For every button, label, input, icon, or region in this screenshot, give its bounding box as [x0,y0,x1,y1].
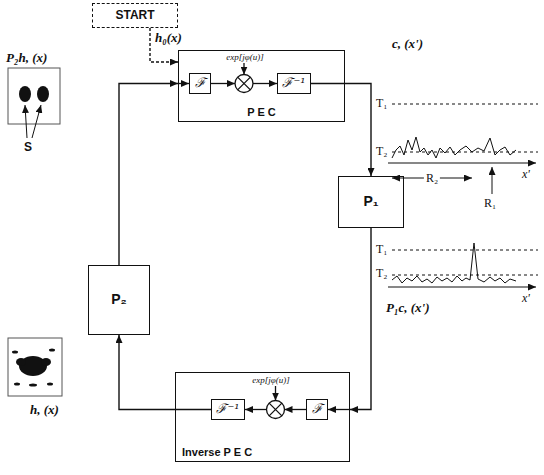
image-frame [8,68,60,124]
axis-label: x' [522,291,530,306]
fourier-box: ℱ [306,399,328,420]
dimension-label: R₂ [424,171,440,186]
speck [12,351,18,354]
box-label: ℱ⁻¹ [282,76,305,90]
signal-name: h₀(x) [155,30,182,46]
box-label: Inverse P E C [182,446,252,458]
speck [14,383,20,386]
phase-arrow [275,386,276,401]
projection-box: P₂ [88,265,150,335]
multiplier-symbol [235,75,253,93]
flow-arrow [119,335,175,410]
signal-line [211,83,235,84]
box-label: ℱ⁻¹ [216,402,239,416]
blob [41,358,51,366]
signal-line [311,83,345,84]
speck [47,383,53,386]
image-frame [8,338,62,396]
speck [29,384,37,387]
fourier-box: ℱ [189,73,211,94]
projection-box: P₁ [338,176,404,228]
threshold-label: T₂ [376,144,388,159]
x-axis [388,162,536,163]
box-label: START [115,9,154,22]
box-label: ℱ [312,402,323,416]
signal-line [178,83,189,84]
box-label: P E C [247,106,276,118]
phase-factor: exp[jφ(u)] [252,375,289,385]
box-label: P₂ [111,292,127,307]
signal-trace [392,243,516,283]
flow-arrow [350,228,371,410]
x-axis [388,286,536,287]
leader-arrow [25,105,27,138]
box-label: P₁ [363,194,378,209]
start-box: START [92,3,178,28]
speck [49,349,55,352]
signal-line [328,409,350,410]
spot [37,86,49,102]
blob [16,358,26,366]
signal-trace [392,137,516,158]
inverse-pec-box: Inverse P E C ℱ⁻¹ ℱ [175,372,350,462]
threshold-label: T₁ [376,242,388,257]
signal-name: P₁c, (x') [386,300,430,316]
threshold-line [392,250,538,251]
pointer-label: R₁ [484,196,496,211]
signal-name: h, (x) [30,402,59,418]
flow-arrow [119,84,178,266]
threshold-line [392,152,538,153]
leader-arrow [32,105,41,138]
flow-arrow [345,84,371,177]
signal-line [175,409,211,410]
pointer-arrow [492,167,493,194]
signal-line [253,83,277,84]
inverse-fourier-box: ℱ⁻¹ [211,399,245,420]
signal-line [245,409,267,410]
multiplier-symbol [238,77,251,90]
threshold-label: T₂ [376,266,388,281]
inverse-fourier-box: ℱ⁻¹ [277,73,311,94]
phase-factor: exp[jφ(u)] [226,52,263,62]
threshold-line [392,275,538,276]
threshold-label: T₁ [376,96,388,111]
multiplier-symbol [267,401,285,419]
signal-name: P₂h, (x) [6,50,47,66]
box-label: ℱ [195,76,206,90]
phase-arrow [243,63,244,75]
threshold-line [392,104,538,105]
multiplier-symbol [269,403,282,416]
spot [19,86,31,102]
axis-label: x' [522,167,530,182]
signal-name: c, (x') [392,36,423,52]
signal-line [285,409,307,410]
spot-label: S [24,140,32,154]
